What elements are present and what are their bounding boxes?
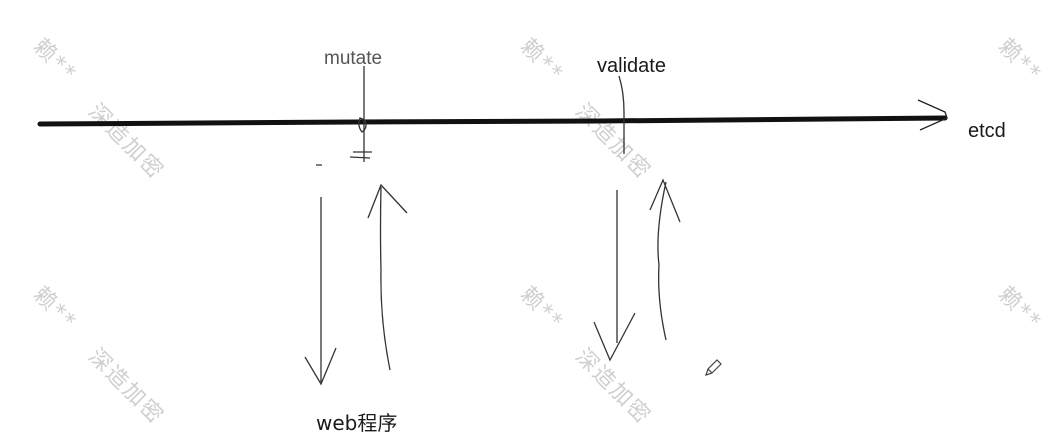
validate-response-up-arrow xyxy=(649,178,681,341)
web-response-up-arrow xyxy=(367,183,408,371)
validate-marker-line xyxy=(618,75,625,154)
mutate-marker-ticks xyxy=(349,151,372,159)
mutate-label: mutate xyxy=(324,48,383,69)
web-program-label: web程序 xyxy=(316,411,398,435)
pencil-icon xyxy=(705,359,722,376)
web-request-down-arrow xyxy=(304,164,337,386)
validate-label: validate xyxy=(597,55,666,77)
etcd-timeline-arrowhead xyxy=(917,99,948,131)
mutate-marker-knot xyxy=(358,117,367,133)
etcd-timeline-line xyxy=(37,115,948,127)
validate-request-down-arrow xyxy=(593,190,636,362)
etcd-label: etcd xyxy=(968,120,1006,142)
